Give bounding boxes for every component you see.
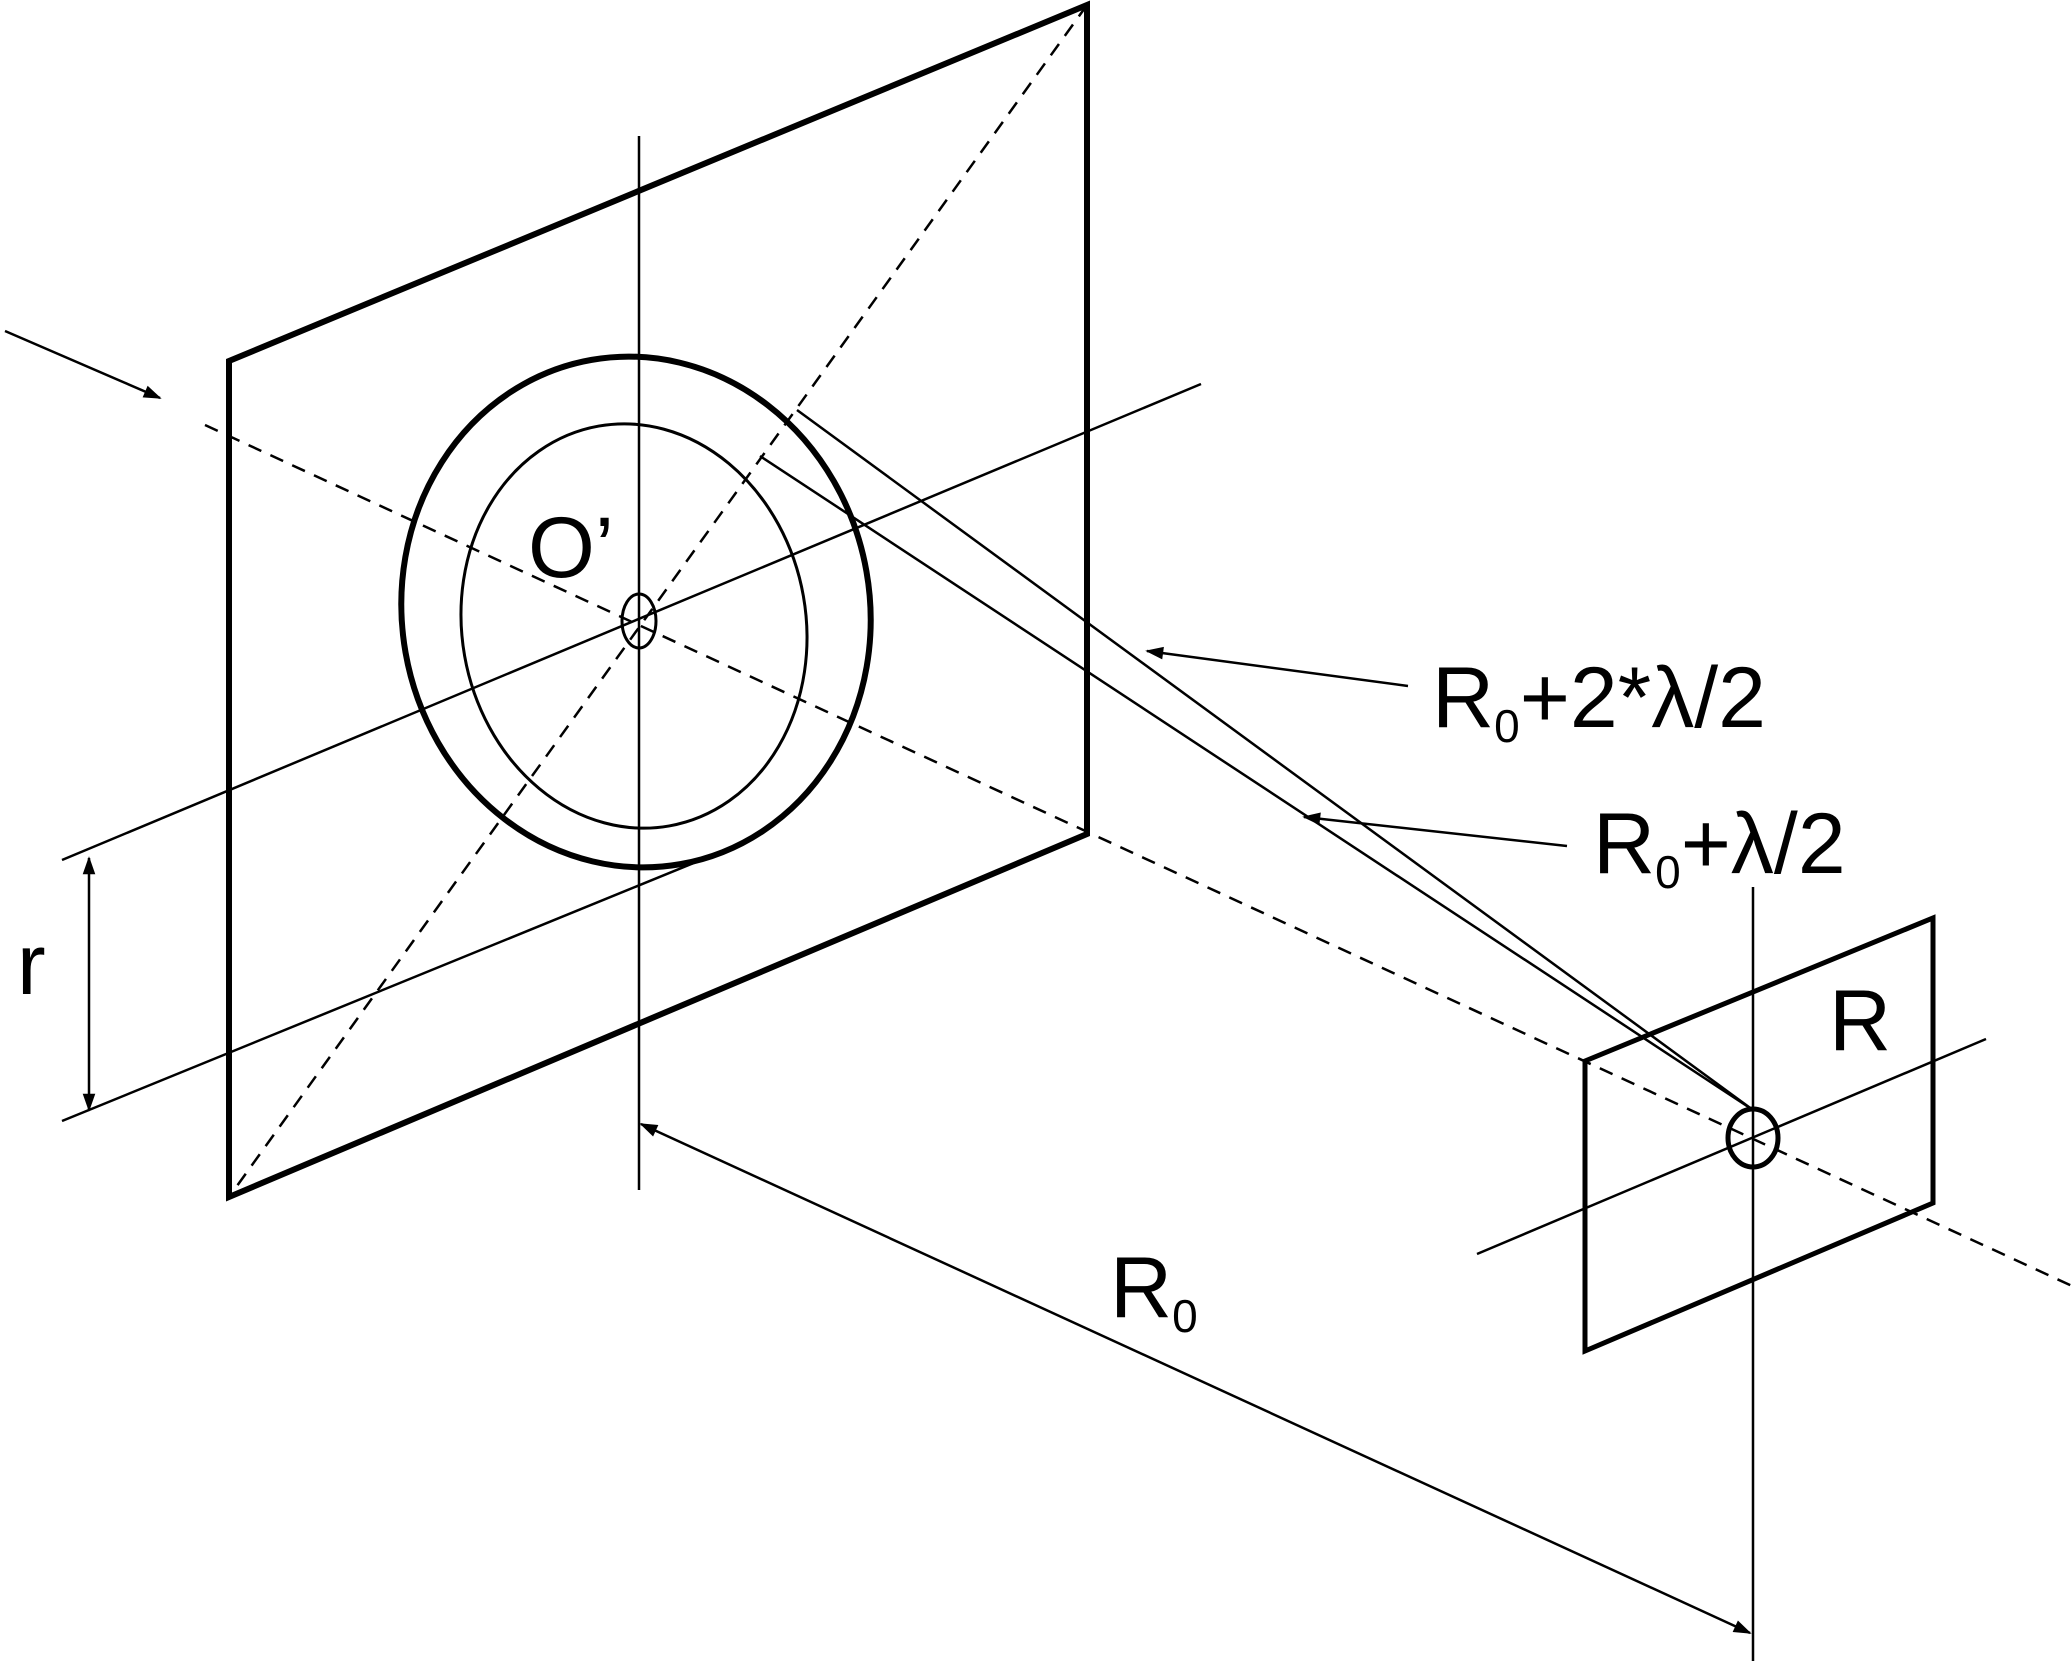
radius-reference-line [61, 838, 751, 1123]
distance-label-subscript: 0 [1172, 1290, 1198, 1342]
screen-diagonal [227, 4, 1089, 1198]
second-zone-ellipse [398, 353, 874, 871]
ray-inner-zone [759, 454, 1754, 1112]
outer-path-label-subscript: 0 [1494, 700, 1520, 752]
center-label: O’ [528, 500, 614, 596]
outer-path-label-base: R [1432, 650, 1494, 746]
distance-dimension-arrow [639, 1122, 1752, 1635]
outer-path-label: R0+2*λ/2 [1432, 650, 1766, 752]
ray-outer-zone [796, 408, 1754, 1112]
distance-label: R0 [1110, 1240, 1198, 1342]
incident-arrow [4, 329, 162, 400]
inner-path-label: R0+λ/2 [1593, 796, 1846, 898]
radius-label: r [17, 917, 46, 1013]
first-zone-ellipse [459, 422, 809, 830]
inner-path-label-subscript: 0 [1655, 846, 1681, 898]
outer-path-label-rest: +2*λ/2 [1520, 650, 1766, 746]
inner-path-leader [1302, 812, 1568, 848]
inner-path-label-base: R [1593, 796, 1655, 892]
optical-axis [204, 423, 2072, 1288]
far-point-label: R [1829, 973, 1891, 1069]
inner-path-label-rest: +λ/2 [1681, 796, 1846, 892]
distance-label-base: R [1110, 1240, 1172, 1336]
center-point-circle [620, 592, 658, 650]
outer-path-leader [1145, 646, 1409, 688]
